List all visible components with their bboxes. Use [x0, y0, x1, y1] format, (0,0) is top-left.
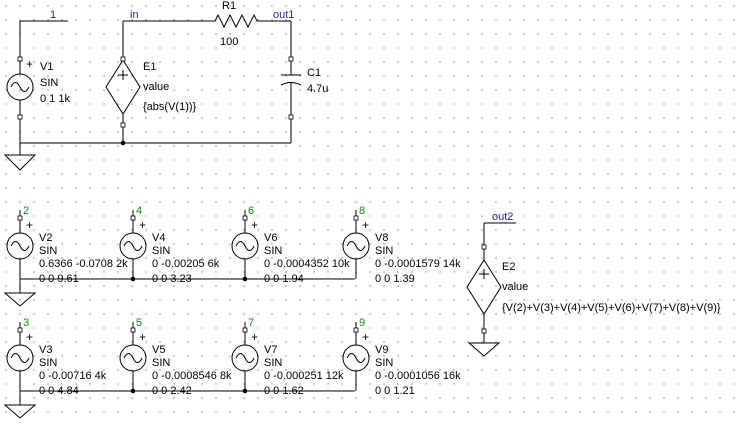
e1-name: E1 — [143, 61, 156, 73]
r1-value: 100 — [220, 36, 238, 48]
source-name: V9 — [375, 344, 388, 356]
ground-symbol — [467, 342, 501, 357]
v1-value: 0 1 1k — [40, 93, 70, 105]
pin-marker — [120, 122, 126, 128]
pin-label: 9 — [359, 317, 365, 329]
pin-marker — [17, 56, 23, 62]
source-params-2: 0 0 1.94 — [264, 273, 304, 285]
source-params: 0 -0.000251 12k — [264, 370, 344, 382]
pin-label: 4 — [136, 205, 142, 217]
source-name: V7 — [264, 344, 277, 356]
source-params-2: 0 0 2.42 — [152, 385, 192, 397]
sine-source-v2[interactable]: + — [6, 210, 34, 279]
source-params-2: 0 0 1.62 — [264, 385, 304, 397]
source-params: 0 -0.0001056 16k — [375, 370, 461, 382]
svg-text:+: + — [139, 330, 146, 344]
pin-marker — [481, 244, 487, 250]
pin-label: 8 — [359, 205, 365, 217]
source-name: V3 — [39, 344, 52, 356]
source-params: 0 -0.0004352 10k — [264, 258, 350, 270]
sine-source-v5[interactable]: + — [119, 322, 147, 391]
sine-source-v8[interactable]: + — [342, 210, 370, 279]
r1-resistor[interactable] — [210, 13, 265, 29]
sine-source-v3[interactable]: + — [6, 322, 34, 391]
net-label-in: in — [130, 9, 139, 21]
source-params: 0 -0.0008546 8k — [152, 370, 232, 382]
e2-name: E2 — [502, 261, 515, 273]
svg-text:+: + — [26, 218, 33, 232]
source-name: V2 — [39, 232, 52, 244]
sine-source-v4[interactable]: + — [119, 210, 147, 279]
v1-name: V1 — [40, 61, 53, 73]
source-params-2: 0 0 9.61 — [39, 273, 79, 285]
source-type: SIN — [152, 245, 170, 257]
pin-label: 7 — [248, 317, 254, 329]
source-type: SIN — [39, 245, 57, 257]
row1-ground-rail — [3, 278, 355, 307]
pin-marker — [288, 56, 294, 62]
e1-expression: {abs(V(1))} — [143, 101, 197, 113]
svg-text:+: + — [26, 330, 33, 344]
source-name: V8 — [375, 232, 388, 244]
pin-label: 5 — [136, 317, 142, 329]
source-type: SIN — [264, 357, 282, 369]
svg-text:+: + — [251, 218, 258, 232]
source-params-2: 0 0 4.84 — [39, 385, 79, 397]
e2-expression: {V(2)+V(3)+V(4)+V(5)+V(6)+V(7)+V(8)+V(9)… — [502, 302, 721, 314]
source-params: 0 -0.00716 4k — [39, 370, 107, 382]
junction-dot — [242, 276, 248, 282]
c1-capacitor[interactable] — [280, 74, 302, 86]
c1-name: C1 — [307, 67, 321, 79]
e2-controlled-source[interactable] — [466, 259, 502, 315]
pin-marker — [120, 56, 126, 62]
net-label-out1: out1 — [273, 9, 294, 21]
svg-text:+: + — [362, 330, 369, 344]
svg-text:+: + — [362, 218, 369, 232]
source-name: V5 — [152, 344, 165, 356]
e1-controlled-source[interactable] — [105, 59, 141, 115]
ground-symbol — [3, 154, 37, 171]
source-name: V4 — [152, 232, 165, 244]
source-params: 0 -0.00205 6k — [152, 258, 220, 270]
source-type: SIN — [152, 357, 170, 369]
pin-label: 3 — [23, 317, 29, 329]
pin-marker — [288, 114, 294, 120]
junction-dot — [130, 388, 136, 394]
source-params: 0 -0.0001579 14k — [375, 258, 461, 270]
net-label-out2: out2 — [492, 211, 513, 223]
pin-label: 2 — [23, 205, 29, 217]
c1-value: 4.7u — [307, 83, 328, 95]
sine-source-v6[interactable]: + — [231, 210, 259, 279]
junction-dot — [130, 276, 136, 282]
sine-source-v7[interactable]: + — [231, 322, 259, 391]
row2-ground-rail — [3, 390, 355, 419]
pin-marker — [17, 114, 23, 120]
e1-type: value — [143, 81, 169, 93]
source-type: SIN — [375, 245, 393, 257]
r1-name: R1 — [222, 0, 236, 12]
v1-type: SIN — [40, 77, 58, 89]
pin-marker — [481, 328, 487, 334]
sine-source-v9[interactable]: + — [342, 322, 370, 391]
e2-type: value — [502, 281, 528, 293]
junction-dot — [242, 388, 248, 394]
pin-label: 6 — [248, 205, 254, 217]
source-params-2: 0 0 3.23 — [152, 273, 192, 285]
source-params: 0.6366 -0.0708 2k — [39, 258, 128, 270]
source-type: SIN — [264, 245, 282, 257]
source-params-2: 0 0 1.21 — [375, 385, 415, 397]
source-type: SIN — [375, 357, 393, 369]
svg-text:+: + — [139, 218, 146, 232]
source-name: V6 — [264, 232, 277, 244]
svg-text:+: + — [26, 57, 33, 71]
source-params-2: 0 0 1.39 — [375, 273, 415, 285]
svg-text:+: + — [251, 330, 258, 344]
net-label-1: 1 — [50, 9, 56, 21]
source-type: SIN — [39, 357, 57, 369]
